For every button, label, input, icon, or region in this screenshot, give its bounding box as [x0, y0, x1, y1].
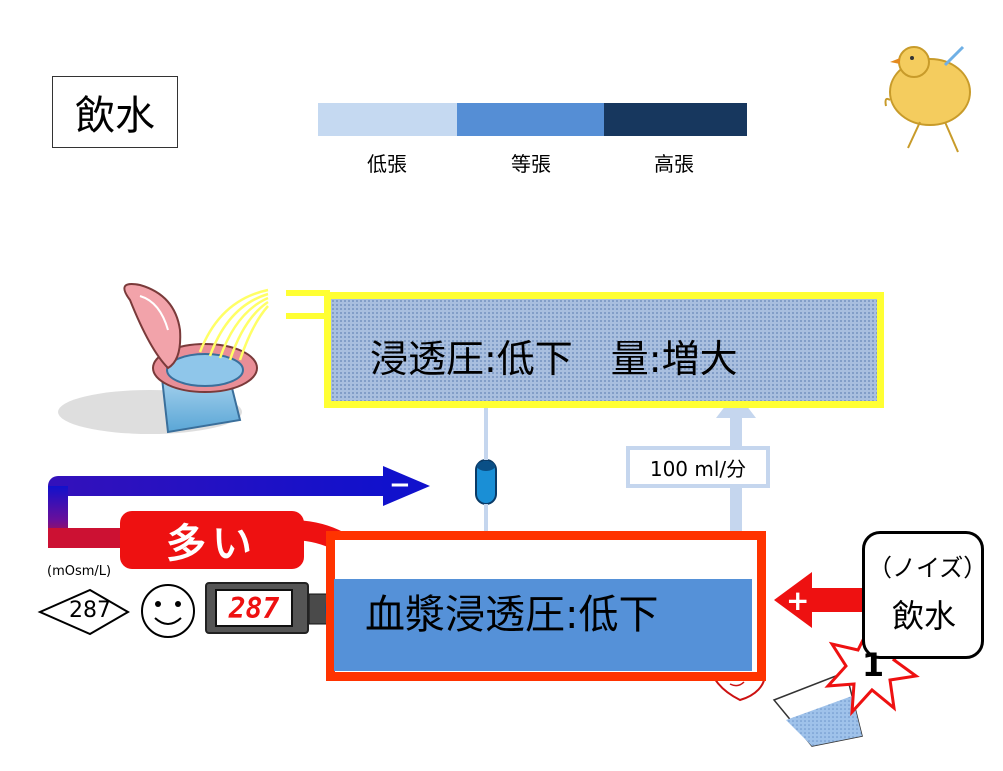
unit-label: (mOsm/L) [47, 564, 112, 579]
burst-number: 1 [861, 646, 885, 684]
urine-status-label: 浸透圧:低下 量:増大 [370, 337, 738, 381]
legend-swatch-hypertonic [604, 103, 747, 136]
legend-label-hypertonic: 高張 [654, 152, 694, 176]
osmolality-value: 287 [69, 598, 111, 623]
toilet-icon [58, 283, 258, 434]
legend-label-hypotonic: 低張 [367, 152, 407, 176]
plasma-status-label: 血漿浸透圧:低下 [365, 592, 659, 638]
plasma-fill [334, 579, 752, 671]
plus-sign-input: + [786, 584, 810, 617]
feedback-arrow [48, 466, 430, 548]
osmolality-diamond [37, 588, 130, 636]
legend-swatch-isotonic [457, 103, 604, 136]
many-label: 多い [120, 511, 304, 569]
noise-input-arrow [774, 572, 862, 628]
urine-box [324, 292, 884, 408]
smiley-face-icon [141, 584, 195, 638]
page-title: 飲水 [52, 76, 178, 148]
urine-stream [198, 288, 269, 361]
legend-label-isotonic: 等張 [511, 152, 551, 176]
noise-drinking-label: 飲水 [892, 597, 957, 635]
osmometer-display: 287 [215, 589, 293, 627]
water-glass-icon [772, 670, 863, 747]
flow-rate-label: 100 ml/分 [626, 446, 770, 488]
legend-swatch-hypotonic [318, 103, 457, 136]
chick-icon [884, 45, 971, 153]
adh-capsule-icon [475, 459, 497, 505]
plus-sign-capsule: + [481, 546, 492, 561]
noise-box [862, 531, 984, 659]
noise-label: （ノイズ） [868, 554, 988, 582]
minus-sign: − [389, 470, 411, 500]
